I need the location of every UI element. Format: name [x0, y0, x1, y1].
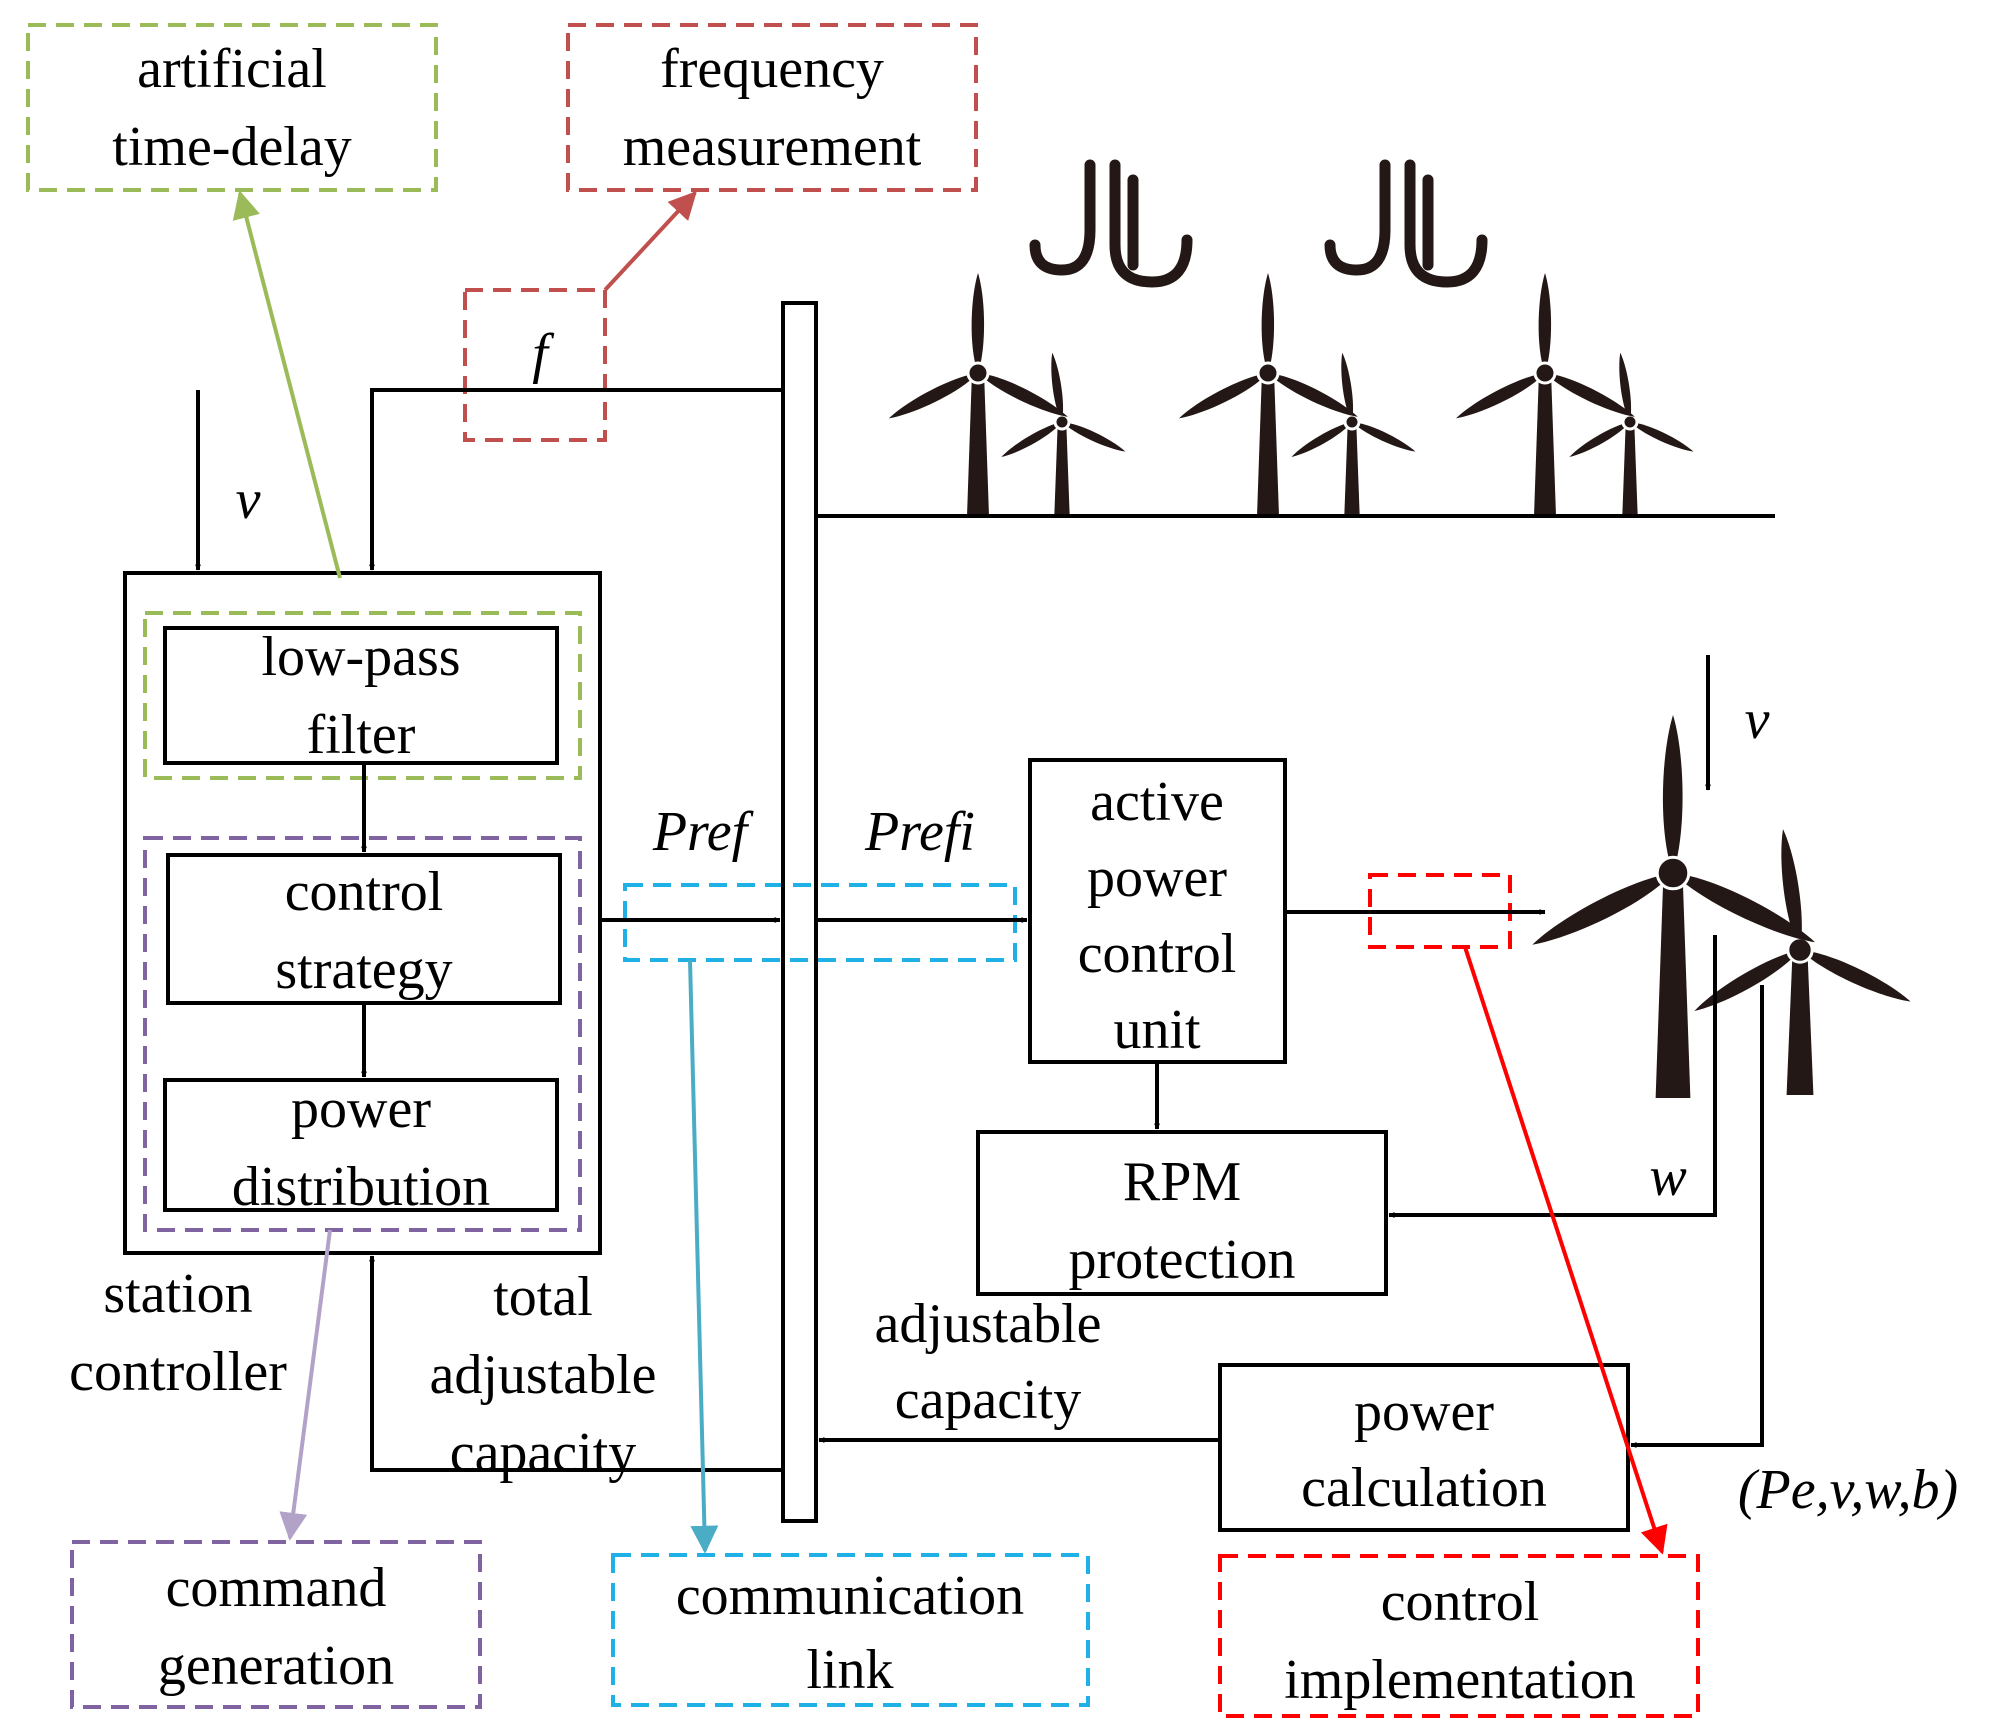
v-turbine-label: v [1745, 689, 1770, 751]
adjustable-capacity-line2: capacity [895, 1369, 1082, 1431]
power-distribution-line2: distribution [232, 1156, 490, 1218]
apcu-line1: active [1090, 771, 1224, 833]
artificial-time-delay-line2: time-delay [112, 116, 351, 178]
frequency-tap-marker [463, 288, 607, 442]
wind-swirl-icon-1 [1029, 159, 1193, 288]
f-feedback-wire [369, 388, 783, 571]
artificial-time-delay-callout [26, 23, 438, 192]
communication-link-callout [611, 1553, 1090, 1707]
power-calculation-line1: power [1354, 1381, 1494, 1443]
time-delay-leader [232, 190, 342, 579]
power-calculation-line2: calculation [1301, 1457, 1547, 1519]
command-generation-callout [70, 1540, 482, 1709]
feedback-signals-label: (Pe,v,w,b) [1738, 1459, 1958, 1521]
f-signal-label: f [532, 323, 555, 385]
apcu-line4: unit [1113, 999, 1201, 1061]
pref-label: Pref [652, 801, 755, 863]
wind-turbine-icon-small-2 [1291, 352, 1416, 516]
communication-link-line2: link [806, 1639, 893, 1701]
low-pass-filter-line2: filter [307, 704, 416, 766]
measurement-feedback-wire [1630, 985, 1764, 1448]
total-capacity-line2: adjustable [429, 1344, 656, 1406]
apcu-line2: power [1087, 847, 1227, 909]
wind-turbine-icon-main [1532, 715, 1816, 1098]
communication-link-line1: communication [676, 1565, 1024, 1627]
low-pass-filter-line1: low-pass [261, 626, 460, 688]
wind-turbine-icon-3 [1455, 273, 1635, 516]
frequency-leader [603, 190, 697, 292]
station-controller-line1: station [103, 1263, 252, 1325]
wind-turbine-icon-1 [888, 273, 1068, 516]
control-implementation-line1: control [1381, 1571, 1540, 1633]
w-feedback-wire [1388, 935, 1717, 1218]
rpm-protection-line1: RPM [1123, 1151, 1241, 1213]
command-generation-line2: generation [158, 1635, 394, 1697]
artificial-time-delay-line1: artificial [137, 38, 327, 100]
power-distribution-line1: power [291, 1078, 431, 1140]
v-station-label: v [236, 469, 261, 531]
communication-link-leader [688, 959, 719, 1554]
total-capacity-line1: total [493, 1266, 593, 1328]
low-pass-filter-block [163, 626, 559, 765]
wind-swirl-icon-2 [1324, 159, 1488, 288]
wind-turbine-icon-main-rear [1694, 829, 1911, 1095]
station-controller-line2: controller [69, 1341, 287, 1403]
wind-turbine-icon-2 [1178, 273, 1358, 516]
w-label: w [1649, 1146, 1686, 1208]
communication-bus [781, 301, 818, 1523]
total-capacity-line3: capacity [450, 1422, 637, 1484]
wind-turbine-icon-small-1 [1001, 352, 1126, 516]
control-strategy-line2: strategy [275, 939, 452, 1001]
frequency-measurement-callout [566, 23, 978, 192]
total-capacity-wire [369, 1255, 783, 1472]
control-implementation-callout [1218, 1554, 1700, 1718]
frequency-measurement-line2: measurement [623, 116, 922, 178]
control-implementation-leader [1463, 946, 1668, 1555]
rpm-protection-block [976, 1130, 1388, 1296]
frequency-measurement-line1: frequency [660, 38, 884, 100]
adjustable-capacity-line1: adjustable [874, 1293, 1101, 1355]
station-controller-box [123, 571, 602, 1255]
command-generation-leader [279, 1229, 332, 1541]
apcu-line3: control [1078, 923, 1237, 985]
control-implementation-line2: implementation [1284, 1649, 1635, 1711]
command-generation-group [143, 836, 582, 1232]
communication-link-marker [623, 883, 1017, 962]
wind-turbine-icon-small-3 [1569, 352, 1694, 516]
command-generation-line1: command [166, 1557, 387, 1619]
prefi-label: Prefi [864, 801, 975, 863]
power-distribution-block [163, 1078, 559, 1212]
control-strategy-line1: control [285, 861, 444, 923]
rpm-protection-line2: protection [1068, 1229, 1295, 1291]
